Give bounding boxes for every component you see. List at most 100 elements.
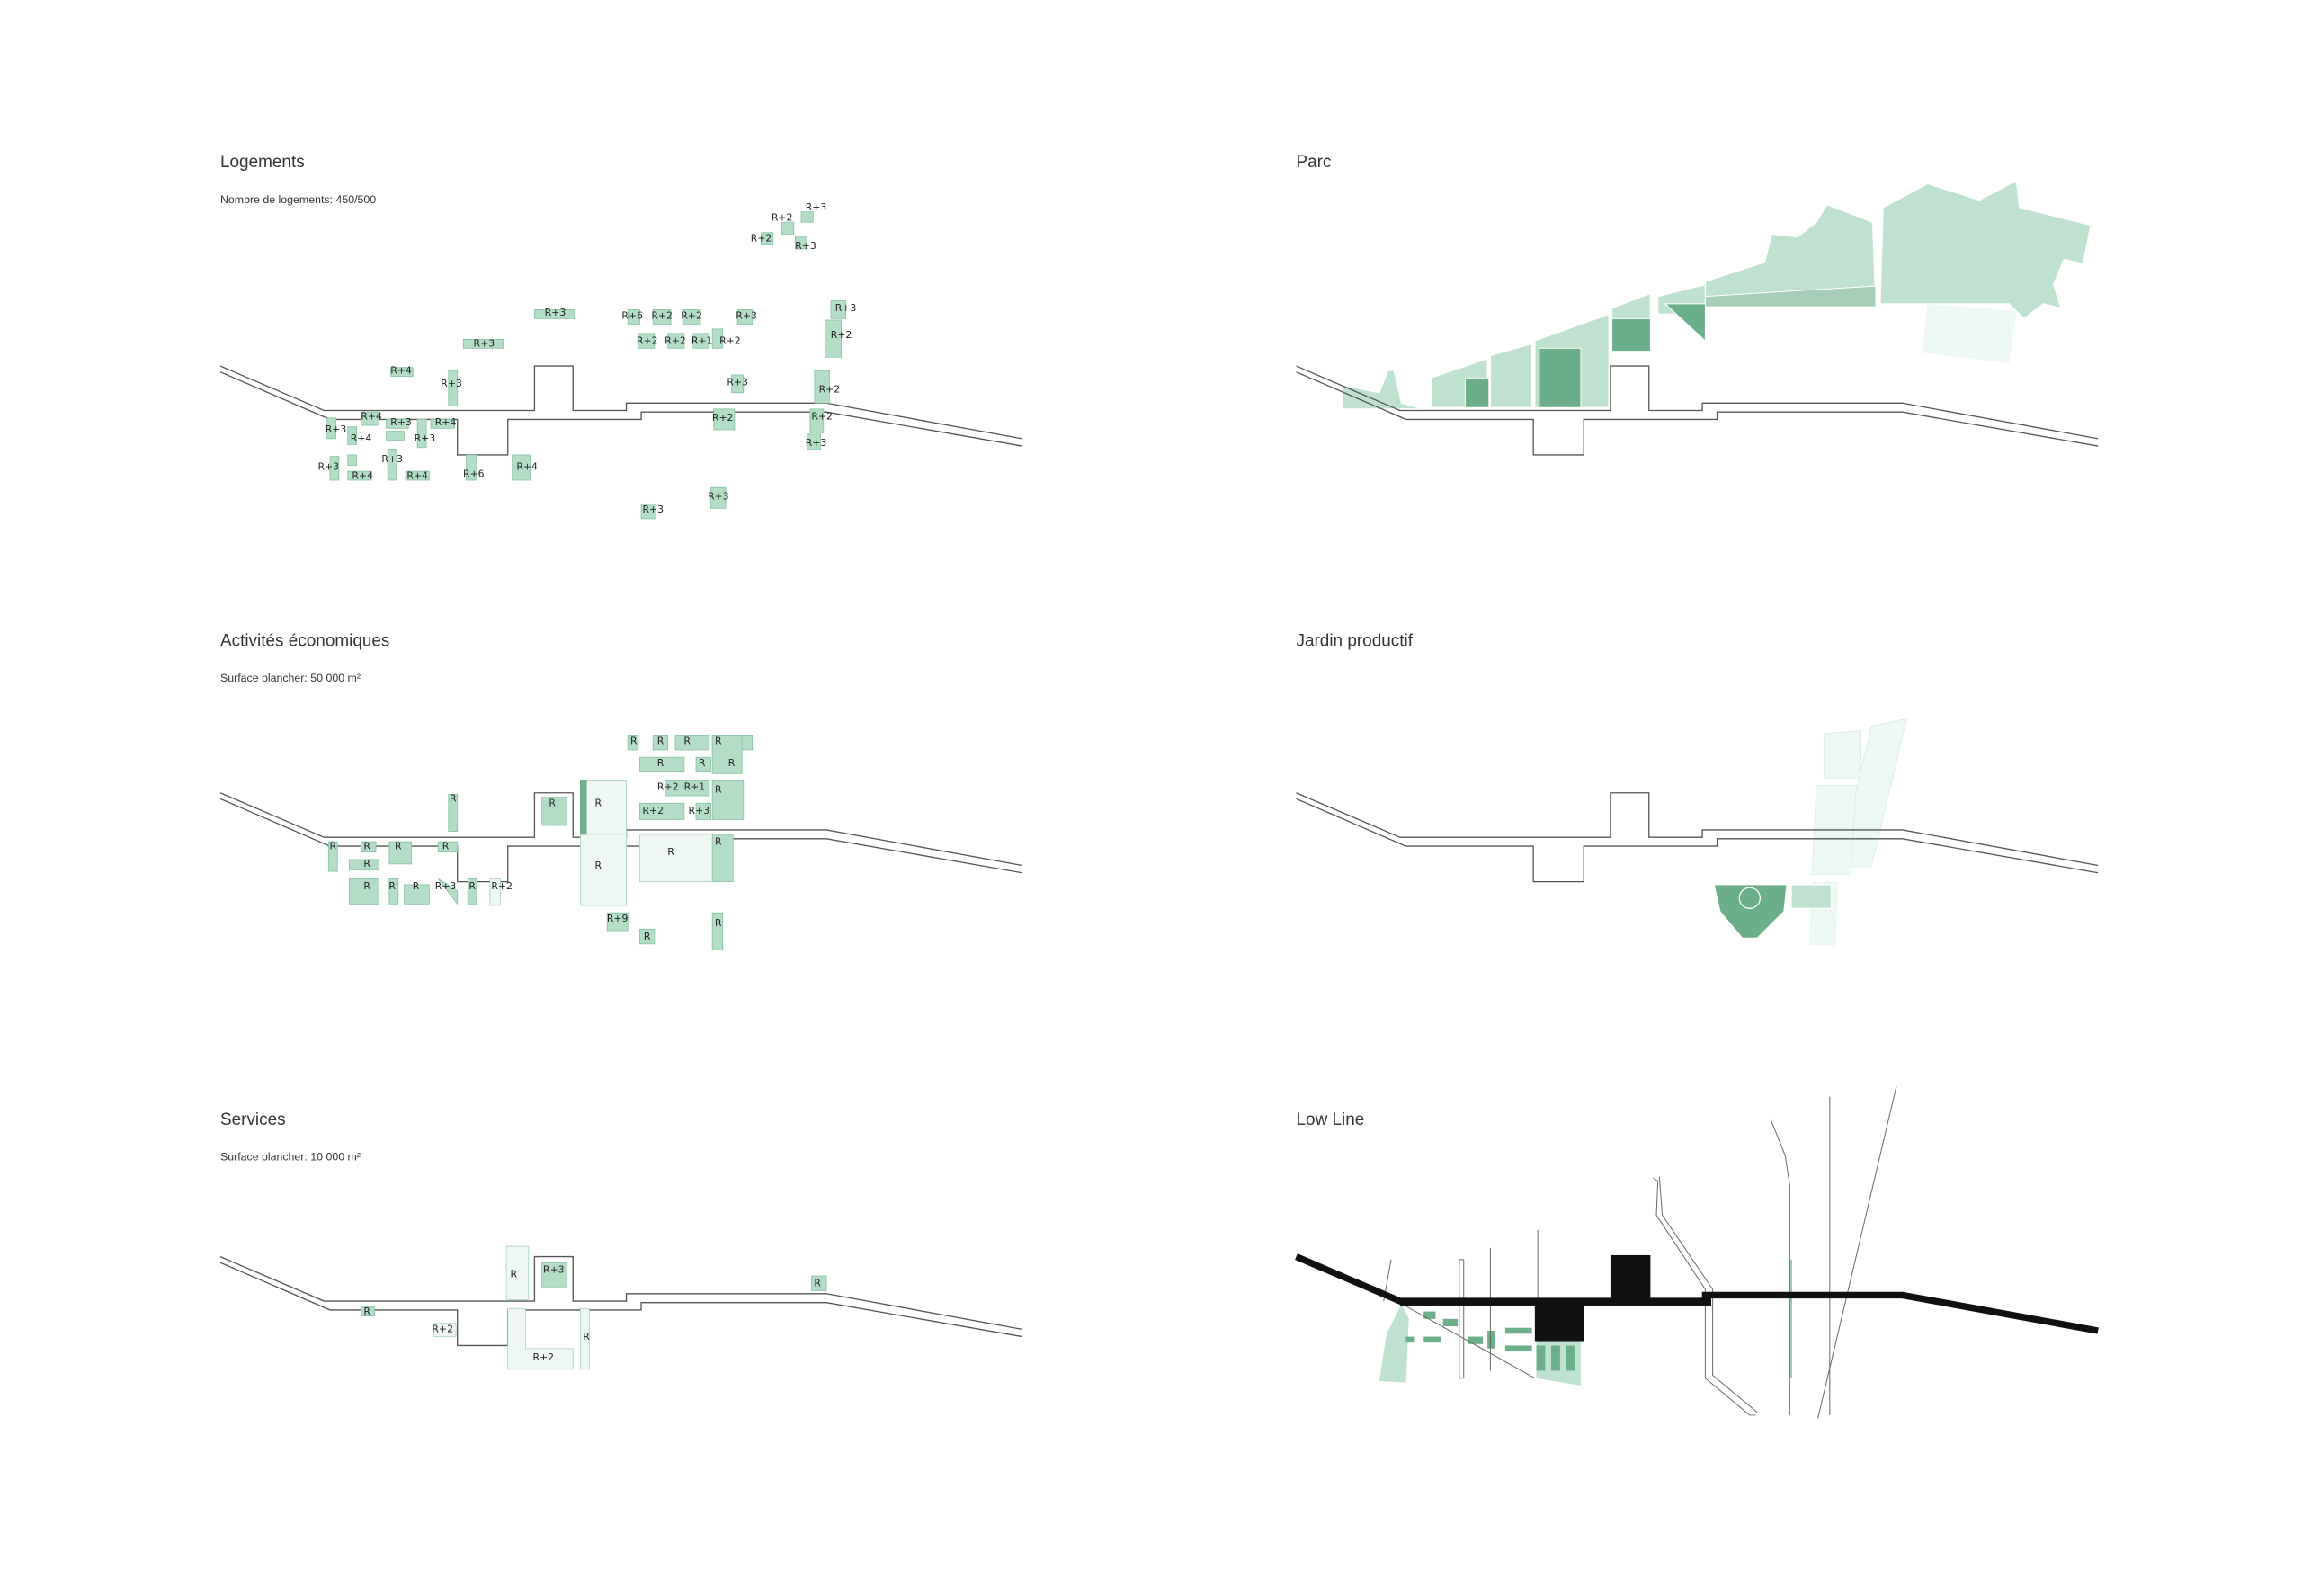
panel-activites-economiques: Activités économiques Surface plancher: …	[219, 632, 1023, 950]
park-areas	[1341, 180, 2092, 410]
building-height-label: R	[395, 840, 402, 851]
building-height-label: R+3	[415, 432, 436, 444]
building-height-label: R+3	[474, 338, 495, 350]
building-height-label: R+1	[684, 780, 706, 792]
building-footprint	[695, 756, 711, 773]
building-footprint	[652, 309, 672, 325]
building-footprint	[505, 1245, 530, 1300]
building-footprint	[580, 780, 587, 835]
building-footprint	[386, 418, 409, 429]
building-height-label: R+2	[532, 1351, 554, 1363]
building-height-label: R+1	[691, 334, 713, 346]
building-height-label: R+3	[441, 378, 462, 389]
building-footprint	[652, 735, 669, 751]
building-height-label: R	[363, 1306, 370, 1317]
building-height-label: R+3	[736, 309, 757, 321]
building-footprint	[809, 408, 825, 433]
building-footprint	[638, 928, 656, 945]
building-footprint	[348, 859, 379, 870]
building-height-label: R+2	[642, 805, 664, 816]
building-footprint	[811, 1275, 827, 1291]
building-footprint	[462, 339, 504, 349]
building-footprint	[667, 333, 685, 349]
building-footprint	[692, 333, 710, 349]
building-footprint	[348, 878, 379, 905]
building-footprint	[825, 319, 842, 358]
garden-areas	[1713, 718, 1908, 946]
building-height-label: R+3	[835, 302, 857, 314]
panel-parc: Parc	[1295, 153, 2099, 456]
building-height-label: R	[814, 1278, 821, 1289]
building-footprint	[627, 735, 639, 751]
panel-title: Activités économiques	[220, 632, 389, 651]
building-height-label: R+3	[806, 201, 827, 213]
building-height-label: R	[699, 757, 706, 769]
building-height-label: R+2	[819, 384, 841, 396]
building-height-label: R	[583, 1331, 590, 1342]
building-footprint	[830, 300, 846, 319]
building-height-label: R	[715, 917, 722, 929]
building-height-label: R+2	[651, 309, 673, 321]
building-footprint	[638, 802, 685, 820]
building-footprint	[347, 426, 358, 445]
building-footprint	[711, 912, 724, 950]
building-footprint	[713, 408, 736, 431]
low-line-block	[1534, 1304, 1584, 1342]
building-footprint	[761, 232, 774, 245]
building-height-label: R	[549, 798, 556, 809]
panel-subtitle: Surface plancher: 50 000 m²	[220, 672, 361, 684]
building-height-label: R	[715, 784, 722, 796]
building-height-label: R+3	[390, 416, 412, 428]
road-outline	[219, 365, 1023, 456]
building-footprint	[433, 1323, 457, 1337]
building-footprint	[361, 1306, 375, 1316]
building-height-label: R+2	[831, 329, 852, 341]
building-footprint	[329, 456, 340, 481]
building-height-label: R	[413, 880, 420, 892]
building-height-label: R+9	[607, 913, 629, 924]
building-footprint	[606, 912, 629, 932]
building-height-label: R	[683, 735, 691, 746]
building-footprint	[627, 309, 640, 325]
building-footprint	[347, 470, 372, 481]
park-plot	[1539, 347, 1582, 408]
building-footprint	[781, 221, 795, 235]
building-footprint	[387, 448, 397, 481]
building-footprint	[388, 841, 413, 865]
building-footprint	[390, 367, 414, 378]
building-footprint	[710, 486, 727, 509]
building-footprint	[580, 780, 627, 835]
building-height-label: R	[329, 840, 336, 851]
panel-logements: Logements Nombre de logements: 450/500 R…	[219, 153, 1023, 520]
building-height-label: R+6	[463, 468, 485, 480]
building-height-label: R	[728, 757, 736, 769]
building-height-label: R	[657, 757, 665, 769]
building-footprint	[533, 309, 576, 319]
building-height-label: R+2	[751, 233, 772, 245]
building-height-label: R+2	[772, 212, 793, 224]
building-height-label: R+4	[435, 416, 457, 428]
building-footprint	[416, 418, 427, 449]
building-footprint	[711, 780, 745, 820]
building-height-label: R	[442, 840, 450, 851]
building-footprint	[448, 793, 459, 832]
panel-title: Parc	[1297, 153, 1332, 172]
building-height-label: R+4	[352, 469, 373, 481]
building-footprint	[711, 834, 734, 883]
building-height-label: R+3	[545, 307, 567, 318]
building-footprint	[388, 878, 399, 905]
building-height-label: R+3	[543, 1264, 565, 1276]
panel-title: Services	[220, 1110, 286, 1129]
building-height-label: R	[468, 880, 476, 892]
building-height-label: R+6	[621, 309, 643, 321]
low-line-block	[1610, 1254, 1651, 1300]
building-height-label: R+3	[318, 460, 340, 472]
building-height-label: R	[667, 846, 674, 858]
building-footprint	[489, 878, 501, 906]
panel-title: Logements	[220, 153, 305, 172]
